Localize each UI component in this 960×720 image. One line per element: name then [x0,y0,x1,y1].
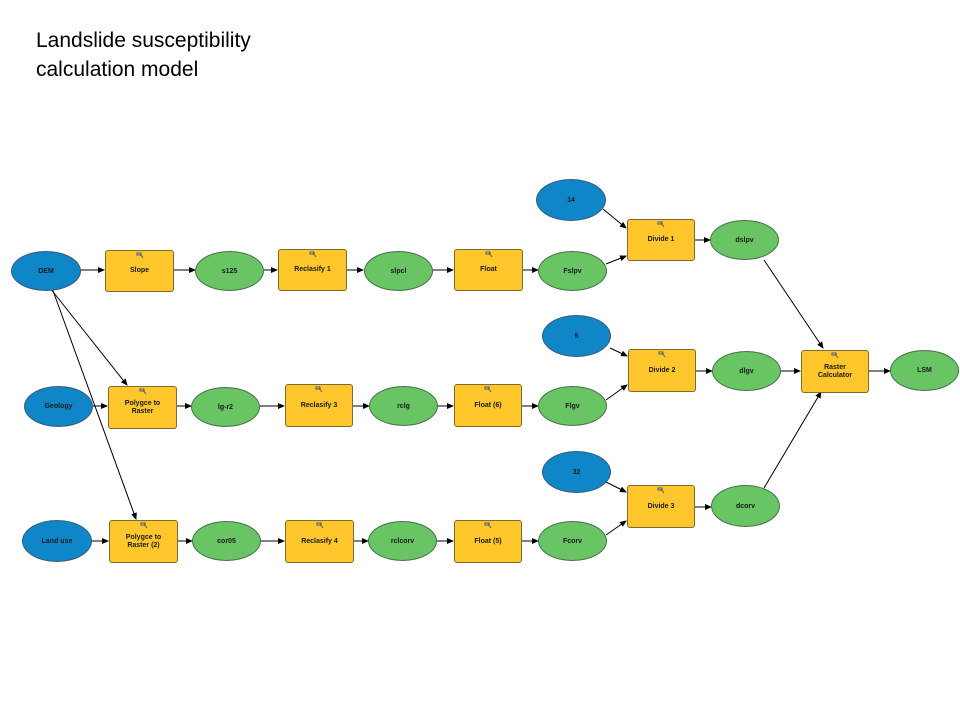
hammer-icon [316,522,323,529]
hammer-icon [658,351,666,358]
output-fcorv-label: Fcorv [562,537,583,545]
input-geology-label: Geology [44,403,73,410]
hammer-icon [657,487,665,494]
output-dslpv[interactable]: dslpv [710,220,779,260]
input-14[interactable]: 14 [536,179,606,221]
hammer-icon [484,386,492,393]
edge-dcorv-calc [763,391,822,489]
input-32-label: 32 [572,468,581,476]
input-geology[interactable]: Geology [24,386,93,427]
output-lsm[interactable]: LSM [890,350,959,391]
input-5[interactable]: 5 [542,315,611,357]
output-fslpv-label: Fslpv [563,267,582,275]
edge-fslpv-divide1 [605,255,627,265]
hammer-icon [485,251,492,258]
tool-divide-2[interactable]: Divide 2 [628,349,696,392]
output-rclg-label: rclg [397,402,410,410]
hammer-icon [484,522,492,529]
tool-polygon-to-raster-label: Polygce to Raster [124,399,161,415]
input-land-use-label: Land use [41,537,73,545]
output-dslpv-label: dslpv [735,236,754,244]
input-32[interactable]: 32 [542,451,611,493]
edge-32-divide3 [605,481,627,493]
output-dcorv-label: dcorv [735,502,756,510]
tool-reclassify-3-label: Reclasify 3 [300,401,338,409]
hammer-icon [657,221,665,228]
input-dem[interactable]: DEM [11,251,81,291]
output-lg-r2-label: lg-r2 [217,403,234,411]
input-land-use[interactable]: Land use [22,520,92,562]
edge-5-divide2 [609,347,628,357]
output-s125[interactable]: s125 [195,251,264,291]
output-dlgv-label: dlgv [739,367,754,375]
tool-polygon-to-raster[interactable]: Polygce to Raster [108,386,177,429]
tool-polygon-to-raster-2[interactable]: Polygce to Raster (2) [109,520,178,563]
hammer-icon [831,352,839,359]
input-14-label: 14 [567,196,575,204]
tool-raster-calculator-label: Raster Calculator [817,363,853,379]
tool-float-6-label: Float (6) [474,401,502,409]
output-cor05[interactable]: cor05 [192,521,261,561]
output-s125-label: s125 [221,267,238,275]
edge-dem-polygon [49,287,128,386]
tool-float[interactable]: Float [454,249,523,291]
edge-dem-polygon2 [51,287,137,520]
tool-reclassify-1-label: Reclasify 1 [294,266,331,273]
tool-slope[interactable]: Slope [105,250,174,292]
output-lsm-label: LSM [917,367,932,374]
output-slpcl-label: slpcl [390,267,407,275]
tool-slope-label: Slope [129,267,150,274]
hammer-icon [315,386,323,393]
output-slpcl[interactable]: slpcl [364,251,433,291]
edge-dslpv-calc [763,259,824,349]
output-rclcorv[interactable]: rclcorv [368,521,437,561]
hammer-icon [136,252,143,259]
input-dem-label: DEM [38,267,54,275]
tool-divide-3[interactable]: Divide 3 [627,485,695,528]
output-fslpv[interactable]: Fslpv [538,251,607,291]
tool-reclassify-4[interactable]: Reclasify 4 [285,520,354,563]
output-cor05-label: cor05 [217,537,236,545]
tool-divide-2-label: Divide 2 [648,366,676,374]
edge-fcorv-divide3 [605,520,627,536]
output-flgv[interactable]: Flgv [538,386,607,426]
output-dcorv[interactable]: dcorv [711,485,780,527]
tool-raster-calculator[interactable]: Raster Calculator [801,350,869,393]
tool-float-5-label: Float (5) [474,537,502,545]
tool-float-6[interactable]: Float (6) [454,384,522,427]
hammer-icon [140,522,147,529]
tool-divide-1[interactable]: Divide 1 [627,219,695,261]
output-dlgv[interactable]: dlgv [712,351,781,391]
output-rclg[interactable]: rclg [369,386,438,426]
diagram-title: Landslide susceptibility calculation mod… [36,29,251,81]
edge-14-divide1 [602,208,627,229]
output-lg-r2[interactable]: lg-r2 [191,387,260,427]
output-rclcorv-label: rclcorv [390,537,415,545]
tool-polygon-to-raster-2-label: Polygce to Raster (2) [125,533,162,549]
tool-float-5[interactable]: Float (5) [454,520,522,563]
edge-flgv-divide2 [605,384,628,401]
hammer-icon [309,251,316,258]
tool-divide-3-label: Divide 3 [647,502,675,510]
tool-reclassify-3[interactable]: Reclasify 3 [285,384,353,427]
tool-divide-1-label: Divide 1 [647,236,675,243]
input-5-label: 5 [574,332,579,340]
hammer-icon [139,388,146,395]
output-fcorv[interactable]: Fcorv [538,521,607,561]
tool-reclassify-4-label: Reclasify 4 [301,537,338,545]
tool-reclassify-1[interactable]: Reclasify 1 [278,249,347,291]
tool-float-label: Float [480,266,497,273]
output-flgv-label: Flgv [565,402,580,410]
